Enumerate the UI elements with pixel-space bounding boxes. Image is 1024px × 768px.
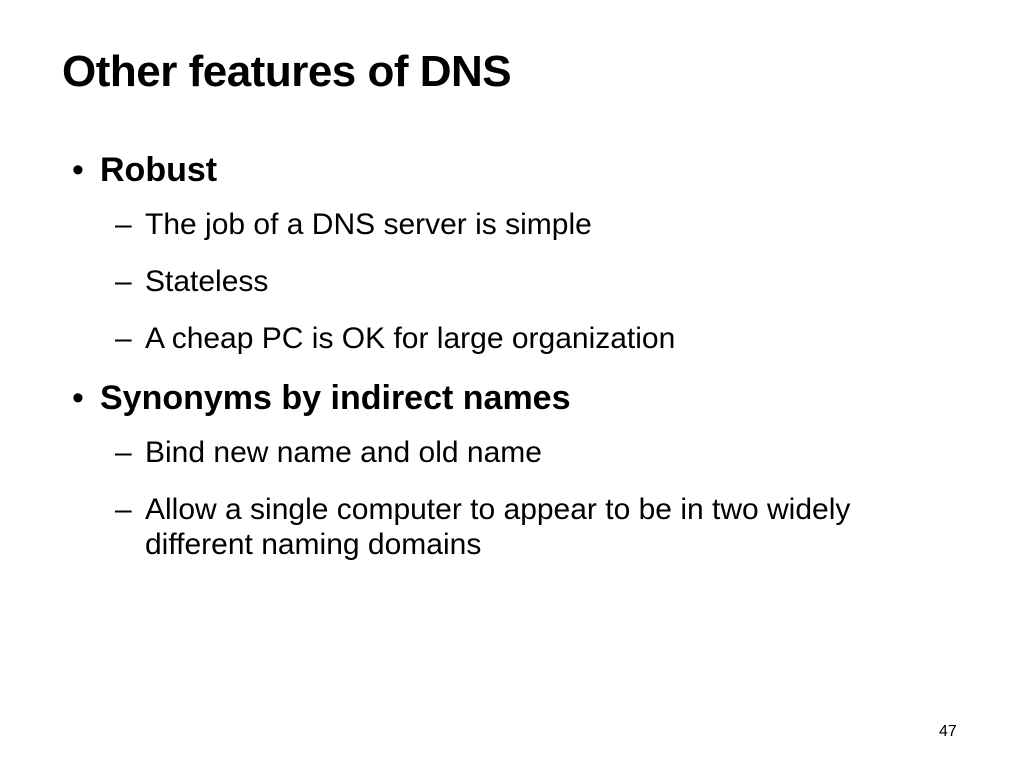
bullet-icon: • bbox=[72, 379, 84, 418]
bullet-text: Robust bbox=[100, 151, 218, 189]
subbullet-text: Stateless bbox=[145, 264, 269, 298]
subbullet-item: – Stateless bbox=[60, 264, 960, 299]
subbullet-item: – Allow a single computer to appear to b… bbox=[60, 492, 960, 562]
dash-icon: – bbox=[115, 492, 132, 526]
subbullet-text: The job of a DNS server is simple bbox=[145, 207, 592, 241]
subbullet-text: Bind new name and old name bbox=[145, 435, 542, 469]
dash-icon: – bbox=[115, 207, 132, 241]
dash-icon: – bbox=[115, 435, 132, 469]
subbullet-item: – The job of a DNS server is simple bbox=[60, 207, 960, 242]
subbullet-text: Allow a single computer to appear to be … bbox=[145, 492, 851, 562]
slide-title: Other features of DNS bbox=[62, 47, 512, 96]
subbullet-item: – A cheap PC is OK for large organizatio… bbox=[60, 321, 960, 356]
subbullet-item: – Bind new name and old name bbox=[60, 435, 960, 470]
subbullet-list-robust: – The job of a DNS server is simple – St… bbox=[60, 207, 960, 356]
page-number: 47 bbox=[939, 723, 957, 740]
dash-icon: – bbox=[115, 264, 132, 298]
dash-icon: – bbox=[115, 321, 132, 355]
slide-content: • Robust – The job of a DNS server is si… bbox=[60, 150, 960, 584]
subbullet-list-synonyms: – Bind new name and old name – Allow a s… bbox=[60, 435, 960, 562]
bullet-robust: • Robust bbox=[60, 150, 960, 191]
bullet-synonyms: • Synonyms by indirect names bbox=[60, 378, 960, 419]
subbullet-text: A cheap PC is OK for large organization bbox=[145, 321, 676, 355]
bullet-icon: • bbox=[72, 151, 84, 189]
bullet-text: Synonyms by indirect names bbox=[100, 379, 571, 418]
